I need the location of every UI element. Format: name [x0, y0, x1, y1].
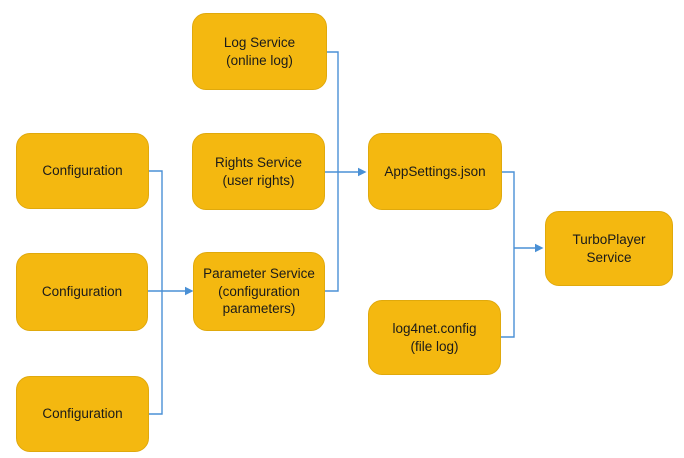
node-configuration-2-label: Configuration [41, 284, 123, 300]
connector-configs-merge [147, 170, 194, 415]
node-appsettings-json: AppSettings.json [368, 133, 502, 210]
node-log-service-label: Log Service (online log) [223, 34, 296, 68]
node-log-service: Log Service (online log) [192, 13, 327, 90]
node-log4net-config-label: log4net.config (file log) [392, 320, 477, 354]
node-appsettings-json-label: AppSettings.json [384, 163, 486, 179]
node-rights-service-label: Rights Service (user rights) [214, 154, 303, 188]
node-turboplayer-service: TurboPlayer Service [545, 211, 673, 286]
node-parameter-service-label: Parameter Service (configuration paramet… [203, 265, 315, 317]
node-configuration-1: Configuration [16, 133, 149, 209]
arrowhead-into-appsettings [358, 167, 367, 177]
connector-configsfiles-merge [501, 171, 544, 338]
node-rights-service: Rights Service (user rights) [192, 133, 325, 210]
arrowhead-into-parameter-service [185, 286, 194, 296]
arrowhead-into-turboplayer [535, 243, 544, 253]
node-configuration-3: Configuration [16, 376, 149, 452]
node-log4net-config: log4net.config (file log) [368, 300, 501, 375]
node-configuration-1-label: Configuration [42, 163, 123, 179]
node-configuration-2: Configuration [16, 253, 148, 331]
connector-services-merge [325, 51, 367, 292]
node-turboplayer-service-label: TurboPlayer Service [572, 231, 646, 265]
node-configuration-3-label: Configuration [42, 406, 123, 422]
node-parameter-service: Parameter Service (configuration paramet… [193, 252, 325, 331]
